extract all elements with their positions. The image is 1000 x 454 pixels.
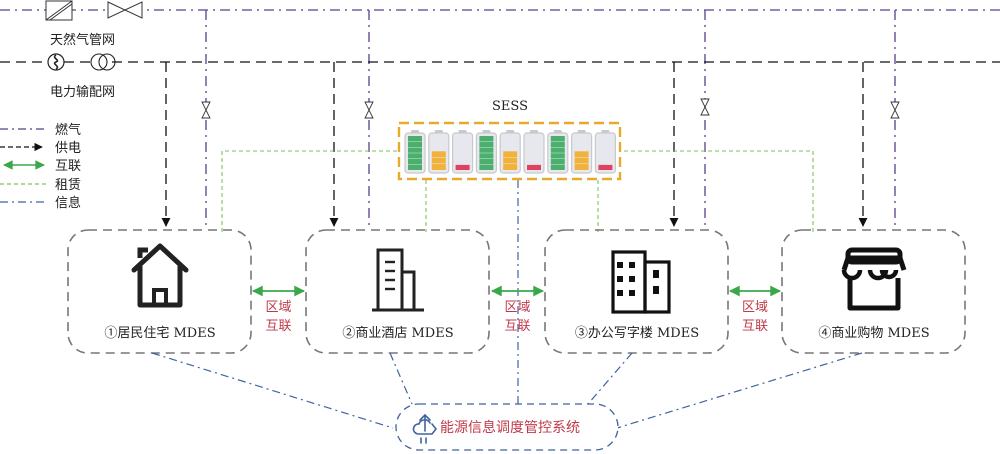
battery-icon: [499, 130, 521, 174]
mdes-box: [305, 229, 490, 354]
info-lines: [151, 352, 863, 429]
house-icon: [131, 243, 189, 308]
battery-icon: [475, 130, 497, 174]
hotel-icon: [372, 248, 424, 312]
mdes-node[interactable]: ②商业酒店 MDES: [305, 229, 490, 354]
legend-gas-label: 燃气: [55, 122, 81, 138]
mdes-box: [544, 229, 729, 354]
mdes-box: [67, 229, 252, 354]
region-link-line1: 区域: [265, 300, 291, 315]
control-system-label: 能源信息调度管控系统: [440, 419, 580, 436]
legend-info-label: 信息: [55, 195, 81, 211]
sess-batteries: [404, 130, 617, 174]
region-link-line1: 区域: [504, 300, 530, 315]
power-grid-label: 电力输配网: [50, 84, 115, 100]
gas-grid-line: [0, 9, 1000, 230]
legend: 燃气 供电 互联 租赁 信息: [0, 122, 81, 211]
legend-interconnect-label: 互联: [55, 159, 81, 174]
battery-fill: [527, 164, 541, 170]
mdes-label: ①居民住宅 MDES: [104, 326, 215, 341]
battery-fill: [574, 151, 589, 170]
mdes-box: [781, 229, 966, 354]
office-icon: [611, 250, 671, 314]
battery-icon: [523, 130, 545, 174]
mdes-node[interactable]: ①居民住宅 MDES: [67, 229, 252, 354]
battery-fill: [503, 151, 518, 170]
control-system-box: [395, 403, 619, 451]
mdes-node[interactable]: ④商业购物 MDES: [781, 229, 966, 354]
branch-valve-icons: [201, 98, 900, 119]
sess-title: SESS: [492, 99, 528, 114]
region-link-line2: 互联: [742, 319, 768, 334]
battery-fill: [431, 151, 446, 170]
legend-power-label: 供电: [55, 141, 81, 156]
gas-valve-icon: [107, 1, 143, 19]
generator-icon: [47, 53, 65, 71]
transformer-icon: [90, 53, 116, 71]
cloud-upload-icon: [412, 413, 438, 444]
region-link-line1: 区域: [742, 300, 768, 315]
region-link-line2: 互联: [504, 319, 530, 334]
gas-grid-label: 天然气管网: [50, 32, 115, 48]
mdes-label: ③办公写字楼 MDES: [575, 326, 699, 341]
mdes-label: ④商业购物 MDES: [818, 325, 929, 341]
battery-icon: [404, 130, 426, 174]
store-icon: [841, 247, 907, 311]
region-link-line2: 互联: [265, 319, 291, 334]
gas-meter-icon: [45, 0, 73, 21]
battery-icon: [594, 130, 617, 174]
sess-box: [397, 121, 622, 181]
battery-icon: [570, 130, 593, 174]
power-grid-line: [0, 61, 1000, 227]
legend-lease-label: 租赁: [55, 178, 81, 193]
mdes-label: ②商业酒店 MDES: [342, 326, 453, 341]
battery-icon: [452, 130, 474, 174]
battery-icon: [547, 130, 569, 174]
battery-fill: [598, 164, 613, 170]
lease-lines: [221, 150, 814, 232]
mdes-node[interactable]: ③办公写字楼 MDES: [544, 229, 729, 354]
battery-fill: [455, 164, 470, 170]
battery-icon: [428, 130, 450, 174]
